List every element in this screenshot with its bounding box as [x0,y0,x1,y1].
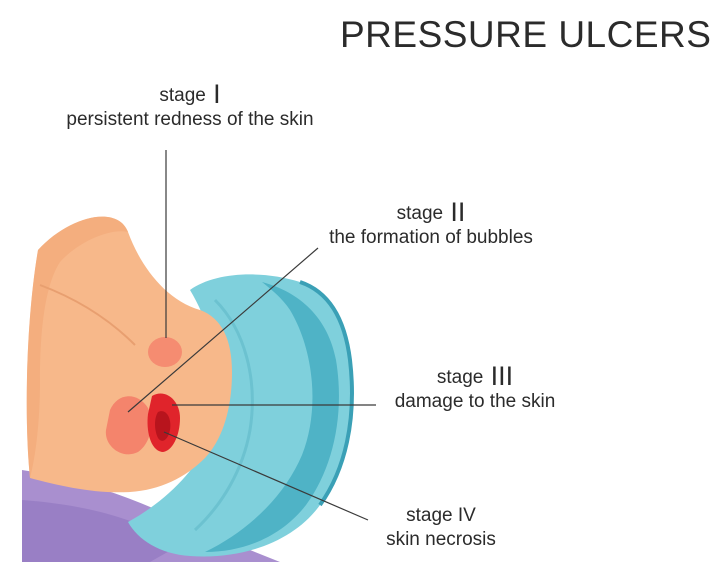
stage-1-label: stage I persistent redness of the skin [30,82,350,132]
stage-2-label: stage II the formation of bubbles [300,200,562,250]
stage-3-word: stage [437,367,483,388]
stage-1-numeral: I [213,79,221,109]
stage-3-numeral: III [491,361,514,391]
stage-4-description: skin necrosis [366,528,516,552]
stage-2-description: the formation of bubbles [300,226,562,250]
stage-3-label: stage III damage to the skin [372,364,578,414]
stage-4-word: stage [406,505,452,526]
stage-4-label: stage IV skin necrosis [366,504,516,552]
stage-2-heading: stage II [300,200,562,226]
stage-4-numeral: IV [458,505,476,526]
stage-4-heading: stage IV [366,504,516,528]
stage-1-word: stage [159,85,205,106]
stage-1-redness [148,337,182,367]
stage-2-word: stage [397,203,443,224]
stage-3-heading: stage III [372,364,578,390]
stage-1-description: persistent redness of the skin [30,108,350,132]
diagram-title: PRESSURE ULCERS [340,14,710,56]
stage-1-heading: stage I [30,82,350,108]
stage-3-description: damage to the skin [372,390,578,414]
stage-2-numeral: II [450,197,465,227]
